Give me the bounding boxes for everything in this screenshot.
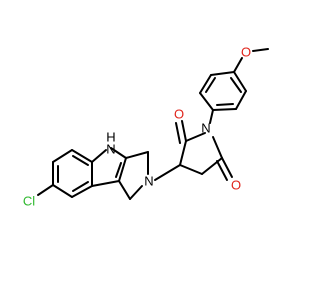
bond [185, 132, 206, 142]
carbonyl-oxygen-bottom-label: O [231, 178, 241, 193]
bond [235, 90, 247, 110]
bond [91, 149, 107, 163]
bond [71, 185, 93, 198]
bond [210, 71, 235, 76]
bond [221, 157, 233, 178]
methoxy-oxygen-label: O [241, 45, 251, 60]
imide-nitrogen-label: N [201, 121, 210, 136]
atom-labels: H N N N O O O Cl [23, 45, 251, 209]
bond [91, 180, 120, 187]
bond [154, 164, 181, 181]
bond [175, 122, 181, 144]
bond [52, 184, 73, 198]
ring-nitrogen-label: N [144, 174, 153, 189]
bond [216, 160, 228, 181]
bond [72, 155, 89, 166]
carbonyl-oxygen-top-label: O [174, 107, 184, 122]
bond [72, 181, 89, 192]
bond [110, 147, 127, 159]
bond [71, 149, 93, 163]
bond [37, 184, 54, 196]
bond [209, 109, 214, 124]
bond [181, 120, 187, 142]
bond [52, 149, 73, 163]
bond [125, 151, 149, 159]
indole-nh-label: H N [106, 130, 115, 157]
bond [252, 48, 269, 52]
bond [118, 157, 127, 182]
bond [129, 185, 143, 200]
bond [118, 180, 131, 200]
nh-hydrogen: H [106, 130, 115, 145]
bond [233, 71, 247, 92]
bond [199, 92, 214, 111]
bond [212, 136, 223, 159]
bond [179, 164, 203, 175]
nh-nitrogen: N [106, 142, 115, 157]
bond [201, 157, 223, 175]
structure-drawing: H N N N O O O Cl [23, 45, 269, 209]
bond [205, 77, 216, 93]
bond [233, 57, 243, 73]
chlorine-label: Cl [23, 194, 35, 209]
bond [115, 162, 122, 178]
bond [216, 103, 234, 106]
bonds [37, 48, 269, 200]
bond [230, 77, 242, 93]
bond [179, 140, 187, 166]
bond [199, 74, 212, 94]
bond [212, 108, 237, 111]
molecule-diagram: H N N N O O O Cl [23, 45, 269, 209]
